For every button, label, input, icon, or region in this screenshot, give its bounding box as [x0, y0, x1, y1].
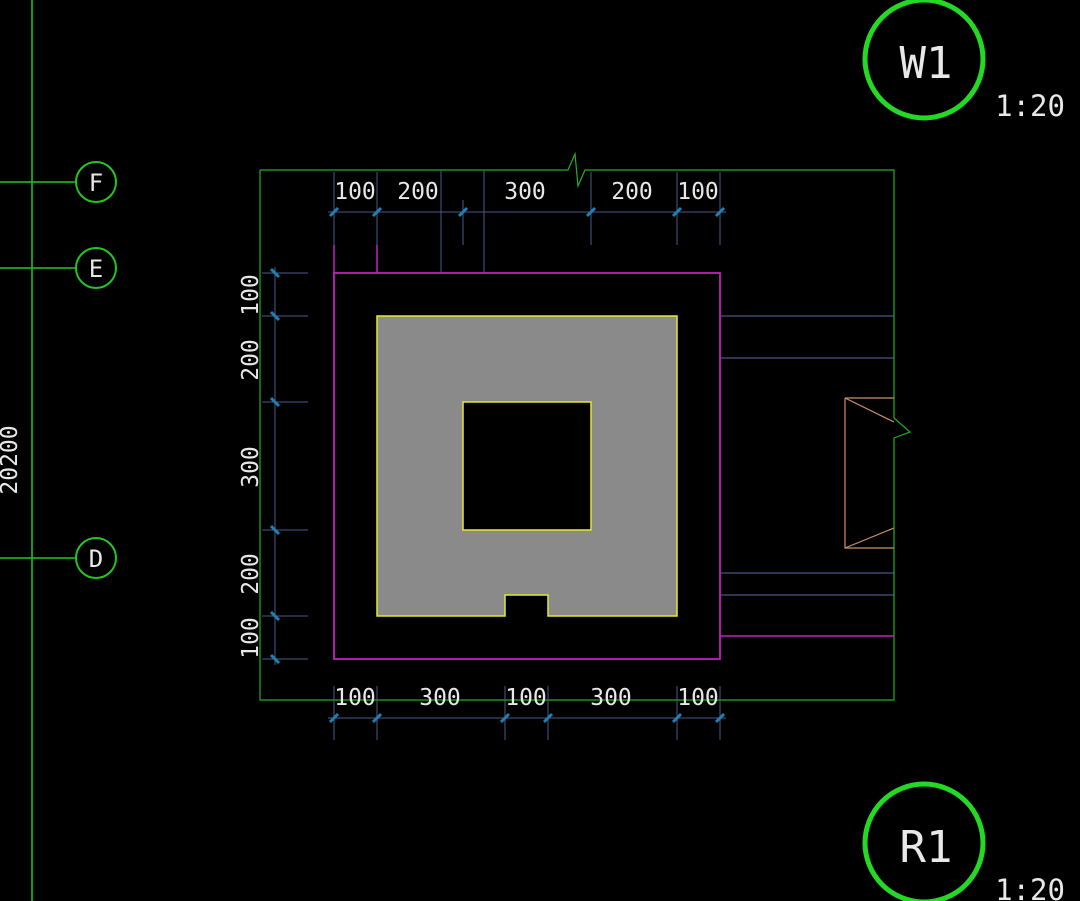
section-cut-symbol	[844, 397, 895, 549]
grey-filled-section	[376, 315, 678, 617]
grid-bubble-f	[75, 161, 117, 203]
grid-axis-e: E	[0, 247, 117, 289]
dim-bottom-1: 100	[334, 685, 376, 711]
tag-label-w1: W1	[900, 38, 953, 89]
grid-label-d: D	[89, 545, 103, 573]
detail-tag-r1: R1 1:20	[862, 781, 1065, 901]
outer-boundary	[259, 151, 912, 701]
dim-left-2: 200	[238, 339, 264, 381]
dim-top-3: 300	[504, 179, 546, 205]
tag-scale-w1: 1:20	[995, 89, 1065, 123]
tag-circle-w1	[862, 0, 986, 121]
detail-tag-w1: W1 1:20	[862, 0, 1065, 123]
dim-left-5: 100	[238, 617, 264, 659]
dim-bottom-2: 300	[419, 685, 461, 711]
dim-left-3: 300	[238, 446, 264, 488]
dim-top-5: 100	[677, 179, 719, 205]
dim-left-1: 100	[238, 274, 264, 316]
grid-bubble-d	[75, 537, 117, 579]
dimension-ticks	[269, 206, 726, 724]
grid-label-e: E	[89, 255, 103, 283]
overall-dimension-label: 20200	[0, 425, 23, 494]
tag-label-r1: R1	[900, 822, 953, 873]
side-member-lines	[720, 315, 894, 596]
dim-bottom-5: 100	[677, 685, 719, 711]
dim-bottom-4: 300	[590, 685, 632, 711]
tag-scale-r1: 1:20	[995, 873, 1065, 901]
tag-circle-r1	[862, 781, 986, 901]
dim-left-4: 200	[238, 553, 264, 595]
dim-top-1: 100	[334, 179, 376, 205]
column-outline	[333, 272, 721, 660]
grid-label-f: F	[89, 169, 103, 197]
top-internal-lines	[440, 170, 485, 273]
dim-bottom-3: 100	[505, 685, 547, 711]
grid-bubble-e	[75, 247, 117, 289]
dim-top-4: 200	[611, 179, 653, 205]
dimension-lines	[262, 172, 726, 740]
grid-axis-f: F	[0, 161, 117, 203]
dim-top-2: 200	[397, 179, 439, 205]
grid-axis-d: D	[0, 537, 117, 579]
